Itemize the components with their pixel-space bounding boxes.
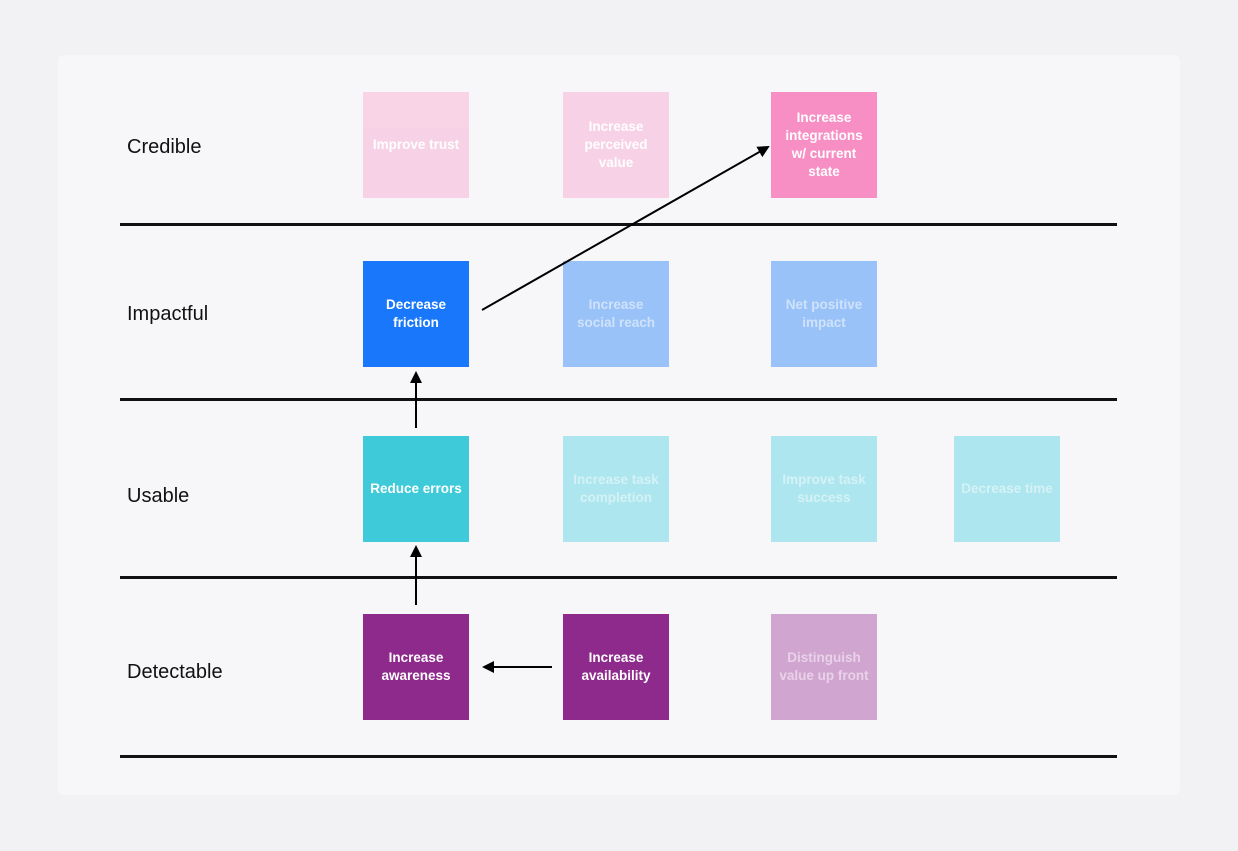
note-increase-availability[interactable]: Increase availability bbox=[563, 614, 669, 720]
row-label-usable: Usable bbox=[127, 485, 190, 507]
note-decrease-friction[interactable]: Decrease friction bbox=[363, 261, 469, 367]
arrow-friction-to-integrations bbox=[481, 146, 770, 311]
note-decrease-time[interactable]: Decrease time bbox=[954, 436, 1060, 542]
row-separator bbox=[120, 398, 1117, 401]
note-increase-task-completion[interactable]: Increase task completion bbox=[563, 436, 669, 542]
note-improve-task-success[interactable]: Improve task success bbox=[771, 436, 877, 542]
note-net-positive-impact[interactable]: Net positive impact bbox=[771, 261, 877, 367]
note-increase-awareness[interactable]: Increase awareness bbox=[363, 614, 469, 720]
row-separator bbox=[120, 755, 1117, 758]
note-increase-perceived-value[interactable]: Increase perceived value bbox=[563, 92, 669, 198]
note-increase-integrations[interactable]: Increase integrations w/ current state bbox=[771, 92, 877, 198]
note-reduce-errors[interactable]: Reduce errors bbox=[363, 436, 469, 542]
row-separator bbox=[120, 576, 1117, 579]
row-label-credible: Credible bbox=[127, 136, 202, 158]
row-label-detectable: Detectable bbox=[127, 661, 223, 683]
note-improve-trust[interactable]: Improve trust bbox=[363, 92, 469, 198]
note-distinguish-value[interactable]: Distinguish value up front bbox=[771, 614, 877, 720]
note-increase-social-reach[interactable]: Increase social reach bbox=[563, 261, 669, 367]
row-label-impactful: Impactful bbox=[127, 303, 209, 325]
row-separator bbox=[120, 223, 1117, 226]
